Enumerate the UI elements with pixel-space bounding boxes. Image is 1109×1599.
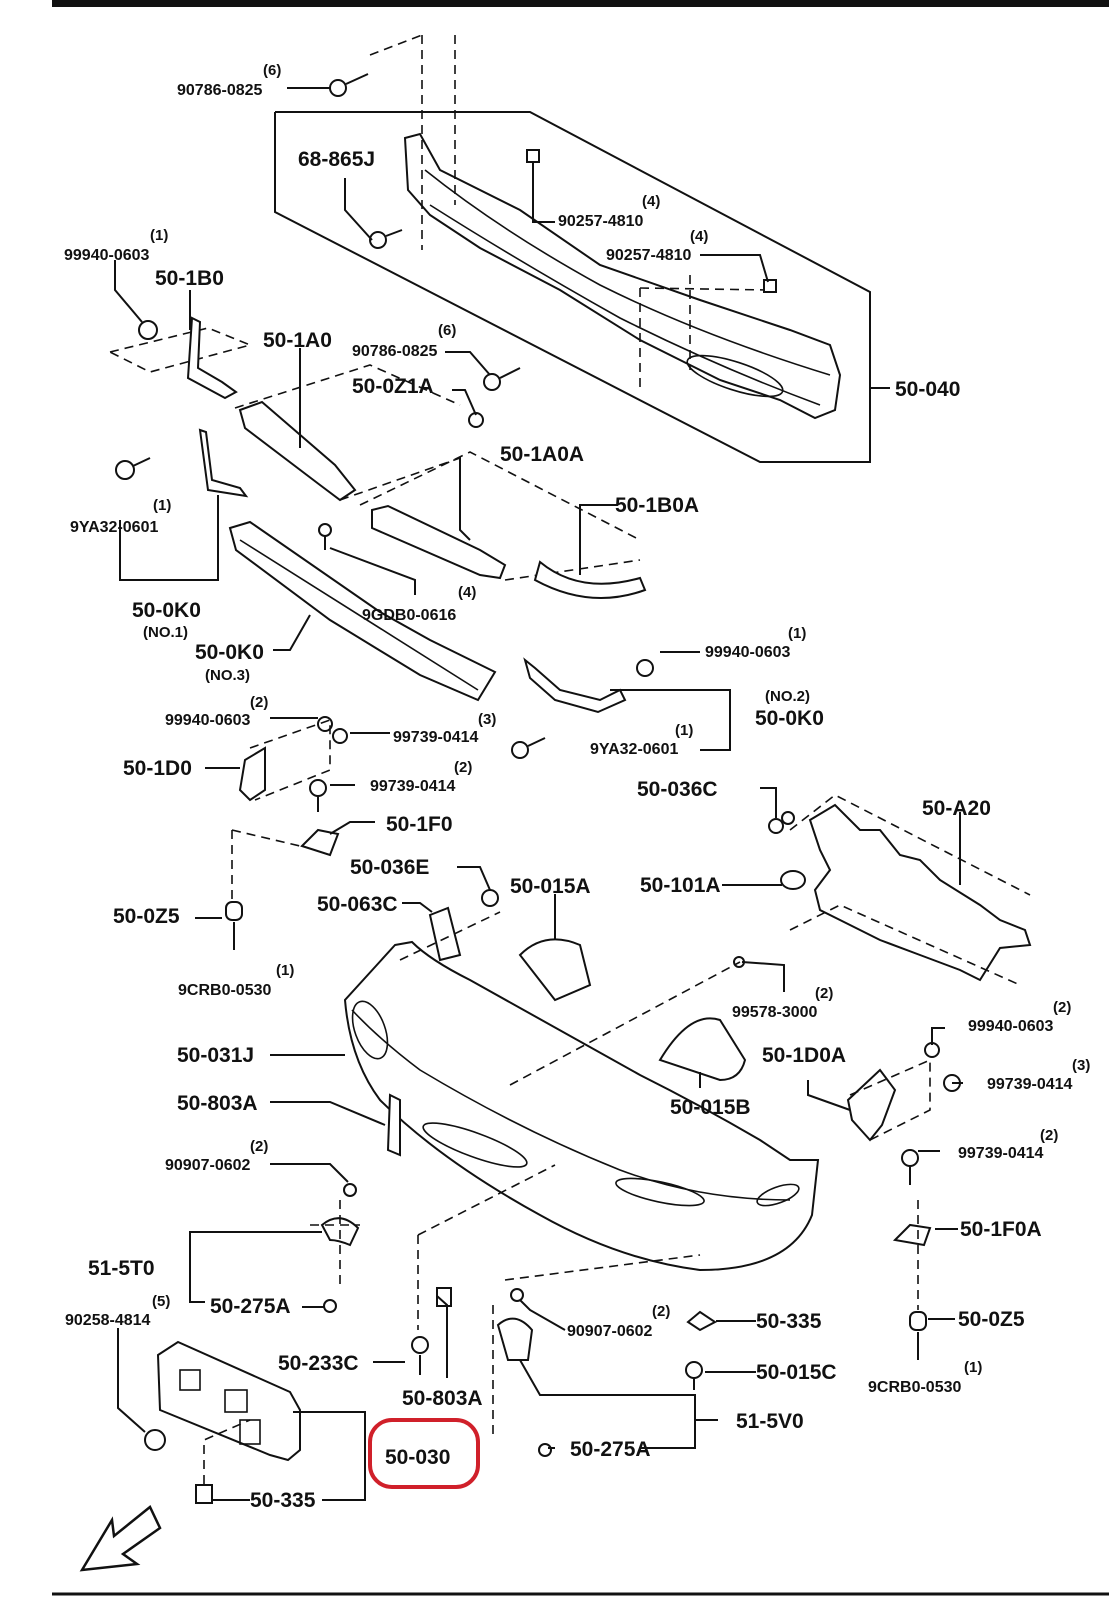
part-label: 50-1B0 [155, 267, 224, 290]
part-label: 99940-0603 [705, 644, 791, 661]
qty-label: (2) [454, 759, 472, 776]
qty-label: (2) [1040, 1127, 1058, 1144]
part-label: 50-036E [350, 856, 429, 879]
part-label: 99739-0414 [393, 729, 479, 746]
part-label: 99578-3000 [732, 1004, 818, 1021]
part-label: 50-335 [250, 1489, 316, 1512]
bumper-fascia [343, 889, 820, 1330]
qty-label: (1) [150, 227, 168, 244]
leader-lines [114, 87, 963, 1501]
part-label: 99739-0414 [987, 1076, 1073, 1093]
part-label: 90786-0825 [177, 82, 263, 99]
part-label: 90257-4810 [558, 213, 644, 230]
qty-label: (1) [788, 625, 806, 642]
upper-bracket [768, 794, 1032, 986]
qty-label: (1) [675, 722, 693, 739]
part-label: 9YA32-0601 [70, 519, 158, 536]
qty-label: (2) [250, 694, 268, 711]
part-label: 50-1F0A [960, 1218, 1042, 1241]
part-label: 50-335 [756, 1310, 822, 1333]
part-label: 50-040 [895, 378, 960, 401]
part-label: 50-015B [670, 1096, 751, 1119]
part-label: 50-015A [510, 875, 591, 898]
right-side-brackets [846, 1042, 961, 1360]
part-label: 50-1B0A [615, 494, 699, 517]
part-label: 9CRB0-0530 [178, 982, 271, 999]
qty-label: (2) [815, 985, 833, 1002]
part-label: 50-275A [570, 1438, 651, 1461]
part-label: 50-1F0 [386, 813, 453, 836]
part-label: 50-803A [402, 1387, 483, 1410]
part-label: 50-0Z5 [958, 1308, 1025, 1331]
qty-label: (3) [478, 711, 496, 728]
part-label: 50-1A0 [263, 329, 332, 352]
part-label: 50-803A [177, 1092, 258, 1115]
qty-label: (4) [458, 584, 476, 601]
part-label: 50-0K0 [195, 641, 264, 664]
qty-label: (2) [1053, 999, 1071, 1016]
part-label: 50-1D0 [123, 757, 192, 780]
part-label: 99940-0603 [968, 1018, 1054, 1035]
part-label: 9YA32-0601 [590, 741, 678, 758]
part-label: 50-275A [210, 1295, 291, 1318]
part-label: 50-0Z1A [352, 375, 434, 398]
absorber-no3 [228, 520, 497, 702]
part-label: 99940-0603 [165, 712, 251, 729]
qty-label: (5) [152, 1293, 170, 1310]
part-label: 99940-0603 [64, 247, 150, 264]
qty-label: (4) [690, 228, 708, 245]
part-label: 50-063C [317, 893, 398, 916]
part-label: 50-031J [177, 1044, 254, 1067]
part-label: 50-233C [278, 1352, 359, 1375]
qty-label: (2) [652, 1303, 670, 1320]
callout-labels: (6) 90786-0825 68-865J (4) 90257-4810 (4… [64, 62, 1090, 1512]
part-label: 50-015C [756, 1361, 837, 1384]
part-label: 50-1A0A [500, 443, 584, 466]
part-label: 50-030 [385, 1446, 450, 1469]
highlight-box [368, 1418, 480, 1489]
top-border [52, 0, 1109, 7]
part-label: 9CRB0-0530 [868, 1379, 961, 1396]
part-label: 51-5V0 [736, 1410, 804, 1433]
part-label: 50-1D0A [762, 1044, 846, 1067]
part-label: 50-0K0 [132, 599, 201, 622]
left-brackets [109, 316, 647, 599]
part-label: 50-101A [640, 874, 721, 897]
license-plate-bracket [144, 1340, 301, 1504]
part-label: 50-A20 [922, 797, 991, 820]
part-label: 50-0Z5 [113, 905, 180, 928]
qty-label: (4) [642, 193, 660, 210]
part-label: 90907-0602 [567, 1323, 653, 1340]
left-side-brackets [225, 716, 348, 950]
qty-label: (3) [1072, 1057, 1090, 1074]
part-label: 50-0K0 [755, 707, 824, 730]
lower-brackets [310, 1183, 717, 1457]
part-label: 9GDB0-0616 [362, 607, 456, 624]
qty-label: (6) [438, 322, 456, 339]
qty-label: (1) [964, 1359, 982, 1376]
part-label: 99739-0414 [958, 1145, 1044, 1162]
part-label: 50-036C [637, 778, 718, 801]
part-label: 90258-4814 [65, 1312, 151, 1329]
sub-label: (NO.3) [205, 667, 250, 684]
part-label: 68-865J [298, 148, 375, 171]
qty-label: (1) [153, 497, 171, 514]
qty-label: (2) [250, 1138, 268, 1155]
qty-label: (1) [276, 962, 294, 979]
part-label: 99739-0414 [370, 778, 456, 795]
part-label: 51-5T0 [88, 1257, 155, 1280]
part-label: 90786-0825 [352, 343, 438, 360]
part-label: 90257-4810 [606, 247, 692, 264]
fwd-arrow-icon [79, 1505, 162, 1572]
qty-label: (6) [263, 62, 281, 79]
sub-label: (NO.1) [143, 624, 188, 641]
sub-label: (NO.2) [765, 688, 810, 705]
retainer-no2 [511, 657, 654, 759]
part-label: 90907-0602 [165, 1157, 251, 1174]
